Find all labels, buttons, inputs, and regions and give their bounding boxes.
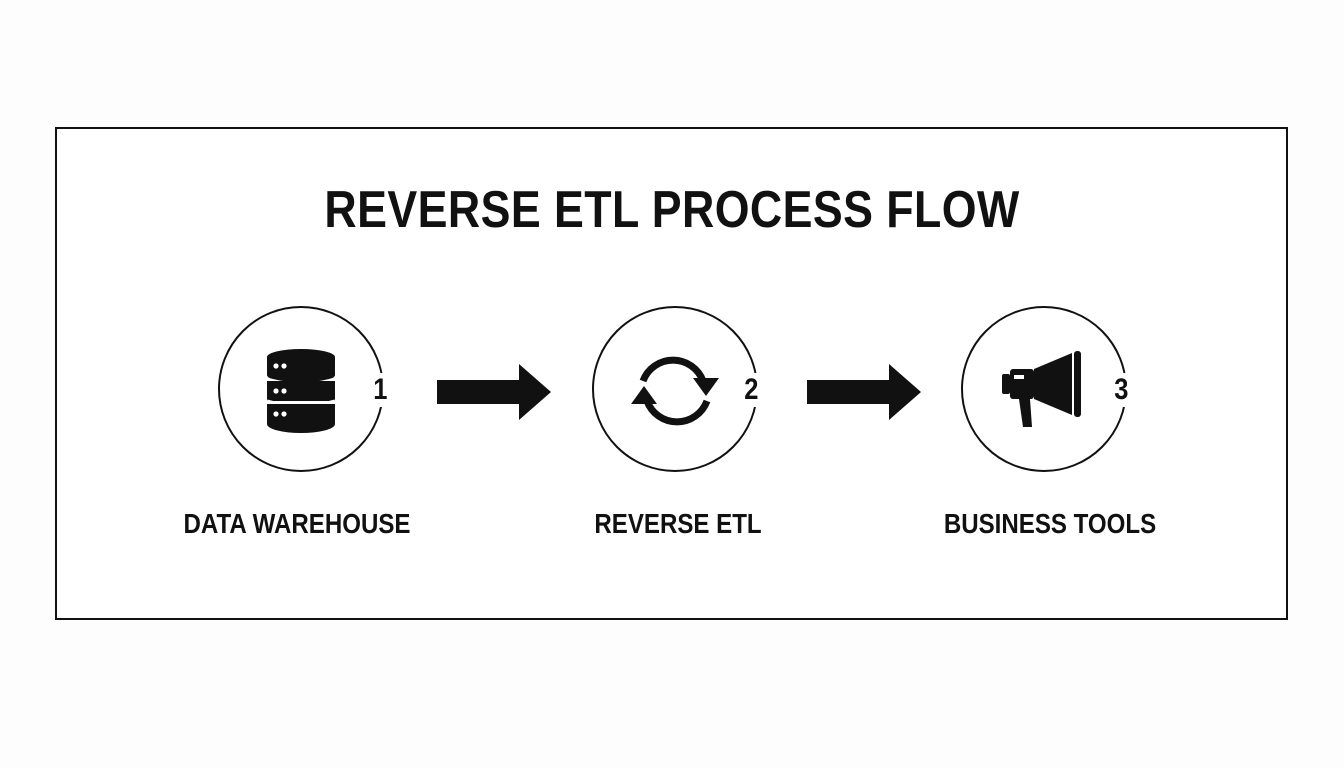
arrow-right-icon: [807, 364, 921, 420]
step-1-label: DATA WAREHOUSE: [183, 508, 411, 539]
megaphone-icon: [1002, 351, 1081, 427]
step-2-label: REVERSE ETL: [594, 508, 762, 539]
step-2-circle: [592, 306, 758, 472]
step-2-number: 2: [743, 373, 760, 407]
step-3-label: BUSINESS TOOLS: [943, 508, 1157, 539]
step-3-number: 3: [1113, 373, 1130, 407]
arrow-right-icon: [437, 364, 551, 420]
database-icon: [266, 349, 336, 433]
step-1-number: 1: [372, 373, 389, 407]
diagram-title: REVERSE ETL PROCESS FLOW: [324, 181, 1020, 239]
sync-arrows-icon: [631, 356, 719, 426]
